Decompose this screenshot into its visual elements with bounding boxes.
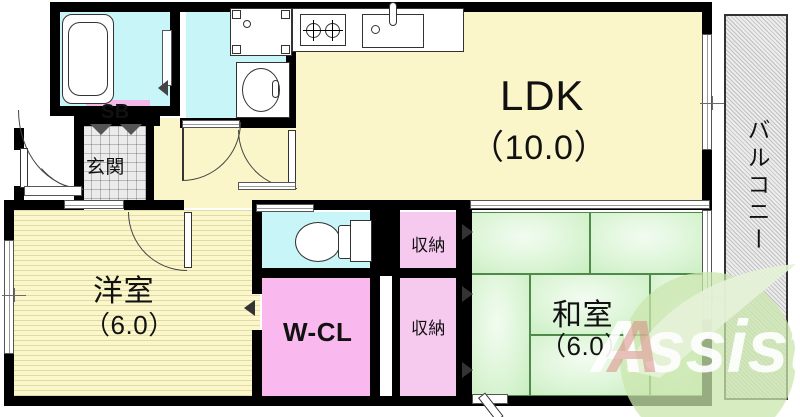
shuno-lower-door-marker2	[462, 362, 473, 378]
wall-yoshitsu-top	[4, 200, 64, 210]
washitsu-label: 和室	[552, 299, 614, 332]
wall-balcony-inner-a	[704, 2, 712, 36]
toilet-cistern	[350, 220, 372, 262]
wall-washitsu-right	[702, 318, 712, 402]
yoshitsu-label: 洋室	[93, 275, 155, 308]
wall-shuno-lower-left	[392, 276, 400, 400]
shuno-upper-label: 収納	[411, 236, 446, 255]
wall-ldk-bottom-left	[252, 200, 378, 210]
wall-bath-left	[50, 2, 60, 116]
wall-washitsu-left	[464, 208, 472, 400]
wall-yoshitsu-left-bottom	[4, 352, 14, 406]
wm-foot	[232, 10, 241, 19]
wall-entry-left-lower	[14, 186, 24, 210]
yoshitsu-doorway	[64, 200, 124, 209]
wall-shuno-divider	[392, 268, 466, 278]
ldk-label: LDK	[500, 72, 585, 119]
shuno-upper-door-marker	[462, 224, 473, 240]
wall-bottom-outer2	[472, 396, 712, 406]
wm-foot	[232, 45, 241, 54]
wall-genkan-right	[146, 116, 154, 208]
stove-burner-cross	[313, 20, 314, 41]
sink-drain	[371, 25, 380, 34]
ldk-balcony-sliding-door[interactable]	[702, 34, 712, 150]
shuno-upper-area	[398, 212, 460, 274]
wall-genkan-top	[74, 116, 160, 126]
wm-foot	[281, 45, 290, 54]
balcony-label: バルコニー	[744, 118, 770, 254]
shuno-lower-label: 収納	[411, 319, 446, 338]
tatami-mat	[470, 212, 590, 274]
bathtub-inner	[68, 22, 108, 96]
ldk-washitsu-partition[interactable]	[470, 200, 710, 209]
wall-bottom-outer	[4, 396, 472, 406]
wall-yoshitsu-left-top	[4, 200, 14, 242]
wm-foot	[281, 10, 290, 19]
wall-shuno-lower-right	[456, 276, 466, 400]
yoshitsu-window[interactable]	[4, 240, 14, 354]
yoshitsu-area-label: （6.0）	[84, 310, 175, 340]
tatami-mat	[470, 274, 530, 396]
wall-washroom-right	[286, 2, 296, 124]
wall-yoshitsu-right-b	[252, 330, 262, 400]
wm-drain	[243, 20, 251, 28]
sb-door-chevron	[90, 124, 112, 135]
tatami-mat	[590, 212, 710, 274]
entry-door-leaf[interactable]	[20, 148, 28, 188]
toilet-doorway[interactable]	[256, 204, 314, 212]
tatami-mat	[650, 274, 710, 396]
wall-shuno-upper-right	[456, 208, 466, 276]
wall-yoshitsu-right-a	[252, 208, 262, 294]
wall-entry-left	[14, 128, 24, 150]
bath-door-marker[interactable]	[162, 30, 172, 86]
wall-toilet-bottom	[256, 268, 380, 278]
shuno-lower-door-marker	[462, 286, 473, 302]
sb-door-chevron	[120, 124, 142, 135]
wcl-label: W-CL	[283, 317, 353, 347]
shuno-lower-area	[398, 276, 460, 396]
washroom-doorway	[182, 120, 240, 128]
wall-bath-bottom	[50, 106, 180, 116]
entry-door-frame	[24, 186, 82, 196]
washitsu-area-label: （6.0）	[540, 331, 631, 361]
yoshitsu-area	[12, 210, 260, 396]
wcl-area	[262, 276, 374, 396]
sink-faucet	[389, 2, 397, 26]
vanity-faucet	[272, 80, 279, 98]
bath-door-triangle	[158, 80, 168, 96]
wall-bath-washroom	[170, 2, 180, 116]
ldk-doorway	[238, 182, 296, 190]
toilet-bowl	[295, 222, 341, 262]
ldk-area-label: （10.0）	[470, 129, 609, 167]
wall-shuno-upper-left	[380, 208, 398, 276]
shoe-box-label: SB	[101, 101, 130, 123]
wall-ldk-right-mid	[702, 148, 712, 210]
wcl-door-marker	[244, 300, 255, 316]
genkan-area	[82, 126, 148, 202]
wall-top	[50, 2, 712, 12]
wall-yoshitsu-top2	[124, 200, 184, 210]
wall-wcl-right	[370, 276, 380, 400]
stove-burner-cross	[332, 20, 333, 41]
genkan-label: 玄関	[86, 157, 125, 178]
washitsu-balcony-sliding-door[interactable]	[702, 210, 712, 320]
